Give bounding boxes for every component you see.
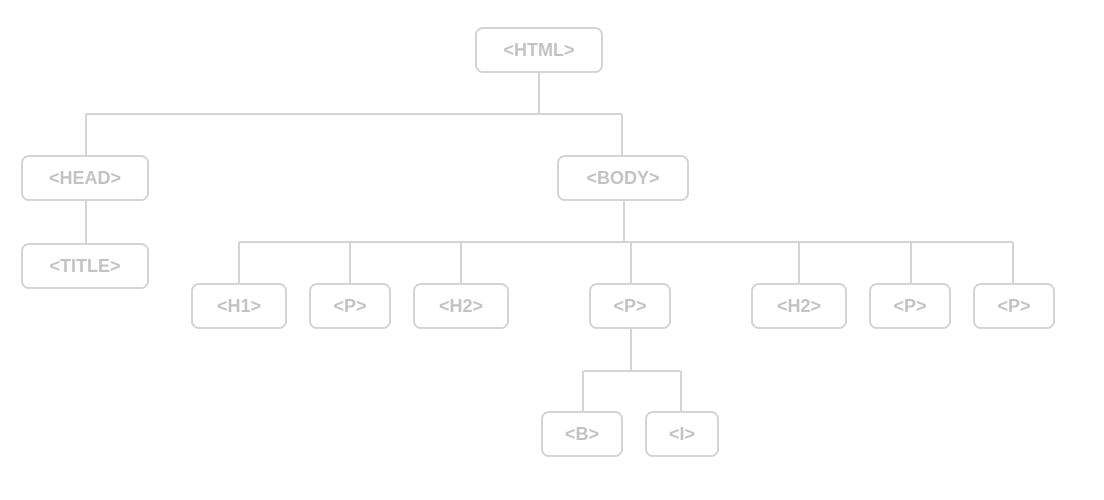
node-head: <HEAD> (21, 155, 149, 201)
node-body: <BODY> (557, 155, 689, 201)
node-title: <TITLE> (21, 243, 149, 289)
node-h2-2: <H2> (751, 283, 847, 329)
connector-body-children (238, 200, 1014, 283)
connector-html-head-body (85, 72, 623, 155)
node-b: <B> (541, 411, 623, 457)
node-i: <I> (645, 411, 719, 457)
node-p-3: <P> (869, 283, 951, 329)
node-html: <HTML> (475, 27, 603, 73)
connector-p-children (582, 328, 682, 411)
node-p-2: <P> (589, 283, 671, 329)
node-p-4: <P> (973, 283, 1055, 329)
node-h2-1: <H2> (413, 283, 509, 329)
node-h1: <H1> (191, 283, 287, 329)
node-p-1: <P> (309, 283, 391, 329)
